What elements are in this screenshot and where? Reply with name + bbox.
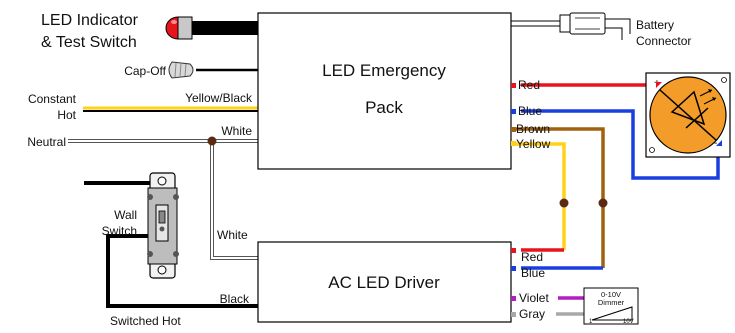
- wire-nut-icon: [168, 61, 194, 79]
- pack-brown-wire: [515, 127, 605, 268]
- pack-blue-wire: [521, 109, 720, 180]
- led-indicator-label-2: & Test Switch: [41, 34, 137, 51]
- wall-switch-label-2: Switch: [102, 224, 137, 238]
- constant-hot-label-1: Constant: [28, 92, 77, 106]
- driver-violet-lead-label: Violet: [519, 291, 549, 305]
- battery-connector-icon: [559, 12, 606, 35]
- battery-connector-label-1: Battery: [636, 18, 674, 32]
- battery-connector-label-2: Connector: [636, 34, 691, 48]
- emergency-pack-box: [257, 12, 512, 170]
- brown-junction-dot: [598, 198, 608, 208]
- battery-lead: [504, 20, 560, 27]
- pack-blue-lead-label: Blue: [518, 104, 542, 118]
- yellow-black-lead-label: Yellow/Black: [185, 91, 253, 105]
- pack-yellow-wire: [515, 142, 566, 250]
- indicator-cable: [188, 21, 258, 35]
- driver-white-lead-label: White: [217, 228, 248, 242]
- pack-brown-lead-label: Brown: [516, 122, 550, 136]
- switched-hot-wire: [106, 234, 258, 308]
- driver-title: AC LED Driver: [328, 273, 440, 292]
- driver-box: [257, 241, 512, 323]
- neutral-junction-dot: [207, 136, 217, 146]
- wall-switch-label-1: Wall: [114, 208, 137, 222]
- svg-text:-: -: [714, 138, 717, 149]
- emergency-pack-title-line1: LED Emergency: [322, 61, 446, 80]
- dimmer-min-label: 1: [589, 319, 593, 325]
- driver-gray-lead-label: Gray: [519, 307, 545, 321]
- wall-switch-icon: [147, 172, 179, 279]
- neutral-label: Neutral: [27, 135, 66, 149]
- pack-white-lead-label: White: [221, 124, 252, 138]
- driver-red-lead-label: Red: [521, 250, 543, 264]
- constant-hot-label-2: Hot: [57, 108, 76, 122]
- dimmer-label-2: Dimmer: [598, 298, 625, 307]
- dimmer-max-label: 10V: [623, 319, 634, 325]
- emergency-pack-title-line2: Pack: [365, 98, 403, 117]
- yellow-junction-dot: [559, 198, 569, 208]
- pack-yellow-lead-label: Yellow: [516, 137, 551, 151]
- led-indicator-icon: [165, 16, 193, 40]
- dimmer-icon: [583, 287, 639, 325]
- dimmer-label-1: 0-10V: [601, 290, 621, 299]
- driver-black-lead-label: Black: [220, 292, 250, 306]
- driver-blue-lead-label: Blue: [521, 266, 545, 280]
- pack-red-lead-label: Red: [518, 78, 540, 92]
- led-module-icon: + -: [645, 72, 731, 158]
- led-indicator-label-1: LED Indicator: [41, 12, 139, 29]
- switched-hot-label: Switched Hot: [110, 314, 181, 328]
- cap-off-label: Cap-Off: [124, 64, 166, 78]
